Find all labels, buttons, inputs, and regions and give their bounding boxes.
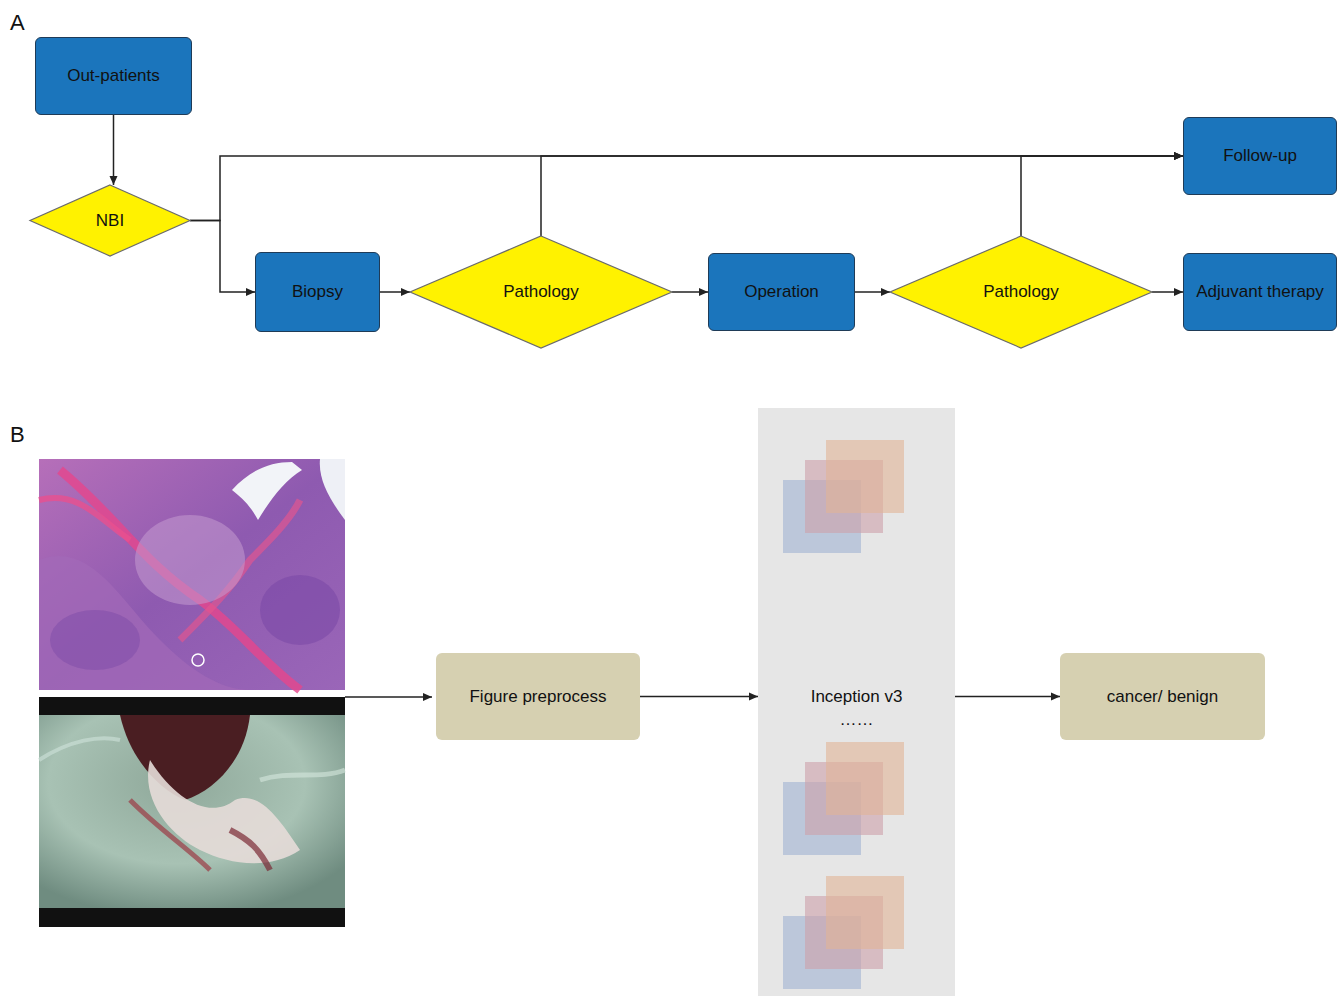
panel-letter: B xyxy=(10,422,25,448)
node-text: Inception v3 xyxy=(811,686,903,707)
flow-arrow xyxy=(190,156,1183,221)
node-text: Out-patients xyxy=(67,65,160,86)
flow-arrow xyxy=(1152,291,1183,293)
outcome-box: Follow-up xyxy=(1183,117,1337,195)
flow-arrow xyxy=(855,291,890,293)
node-text: Follow-up xyxy=(1223,145,1297,166)
flow-arrow xyxy=(1021,156,1183,236)
output-box: cancer/ benign xyxy=(1060,653,1265,740)
panel-letter: A xyxy=(10,10,25,36)
flow-arrow xyxy=(190,221,255,293)
process-box: Figure preprocess xyxy=(436,653,640,740)
endoscopy-image xyxy=(39,697,345,927)
histology-image xyxy=(39,459,345,690)
flow-arrow xyxy=(113,115,115,185)
node-text: Adjuvant therapy xyxy=(1196,281,1324,302)
flow-arrow xyxy=(380,291,410,293)
process-box: Biopsy xyxy=(255,252,380,332)
node-text: Pathology xyxy=(983,281,1059,302)
node-text: NBI xyxy=(96,210,124,231)
node-text: Pathology xyxy=(503,281,579,302)
flow-arrow xyxy=(640,696,758,698)
decision-diamond: Pathology xyxy=(410,236,672,348)
flow-arrow xyxy=(955,696,1060,698)
input-arrow xyxy=(345,696,432,698)
node-text: Operation xyxy=(744,281,819,302)
node-text: Figure preprocess xyxy=(469,686,606,707)
flow-arrow xyxy=(672,291,708,293)
process-box: Operation xyxy=(708,253,855,331)
decision-diamond: NBI xyxy=(30,185,190,256)
node-text: Biopsy xyxy=(292,281,343,302)
decision-diamond: Pathology xyxy=(890,236,1152,348)
start-box: Out-patients xyxy=(35,37,192,115)
node-text: cancer/ benign xyxy=(1107,686,1219,707)
outcome-box: Adjuvant therapy xyxy=(1183,253,1337,331)
flow-arrow xyxy=(541,156,1183,236)
model-band: Inception v3…… xyxy=(758,408,955,996)
node-text: …… xyxy=(840,709,874,730)
